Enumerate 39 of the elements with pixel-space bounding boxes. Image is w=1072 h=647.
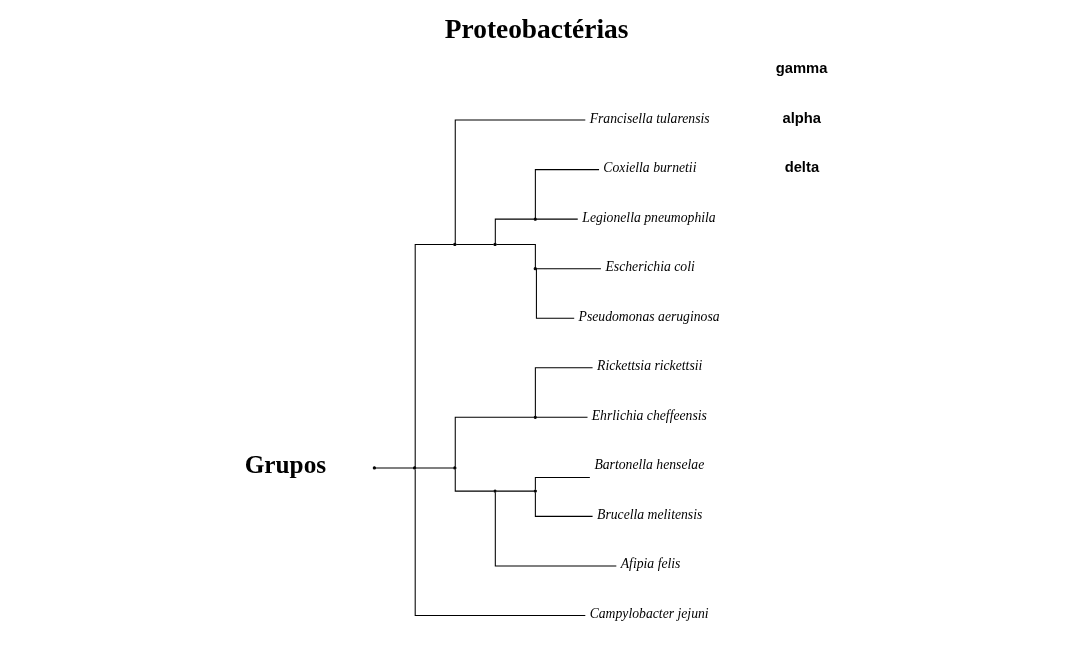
connector [414, 469, 586, 616]
node-text: Francisella tularensis [589, 110, 710, 126]
node-point [533, 267, 537, 271]
label: alpha [782, 109, 822, 126]
node-text: Bartonella henselae [594, 457, 705, 473]
node-point [493, 242, 497, 247]
node-text: Rickettsia rickettsii [597, 358, 703, 374]
diagram-title: Proteobactérias [444, 13, 629, 44]
node-point [533, 217, 537, 221]
node-text: Brucella melitensis [597, 506, 703, 522]
node-point [372, 466, 377, 470]
connector [536, 416, 589, 418]
connector [454, 416, 535, 468]
node-text: Ehrlichia cheffeensis [591, 407, 707, 423]
connector [415, 467, 454, 469]
connector [494, 218, 535, 244]
label: delta [784, 159, 820, 176]
node-text: Pseudomonas aeruginosa [578, 308, 720, 324]
connector [534, 367, 594, 417]
node-point [533, 489, 537, 493]
connector [454, 119, 586, 244]
node-text: Legionella pneumophila [582, 209, 716, 225]
node-text: Afipia felis [620, 556, 681, 572]
node-point [453, 242, 457, 247]
node-point [533, 415, 537, 419]
connector [535, 268, 575, 319]
node-point [412, 466, 417, 470]
node-text: Campylobacter jejuni [589, 606, 709, 622]
node-point [493, 489, 497, 493]
label: gamma [775, 60, 828, 77]
node-text: Escherichia coli [605, 259, 695, 275]
label: Grupos [244, 450, 327, 479]
node-point [453, 466, 457, 470]
connector [534, 169, 600, 219]
node-text: Coxiella burnetii [603, 160, 697, 176]
connector [375, 467, 414, 469]
connector [414, 243, 455, 468]
connector [536, 218, 579, 220]
connector [536, 268, 602, 270]
